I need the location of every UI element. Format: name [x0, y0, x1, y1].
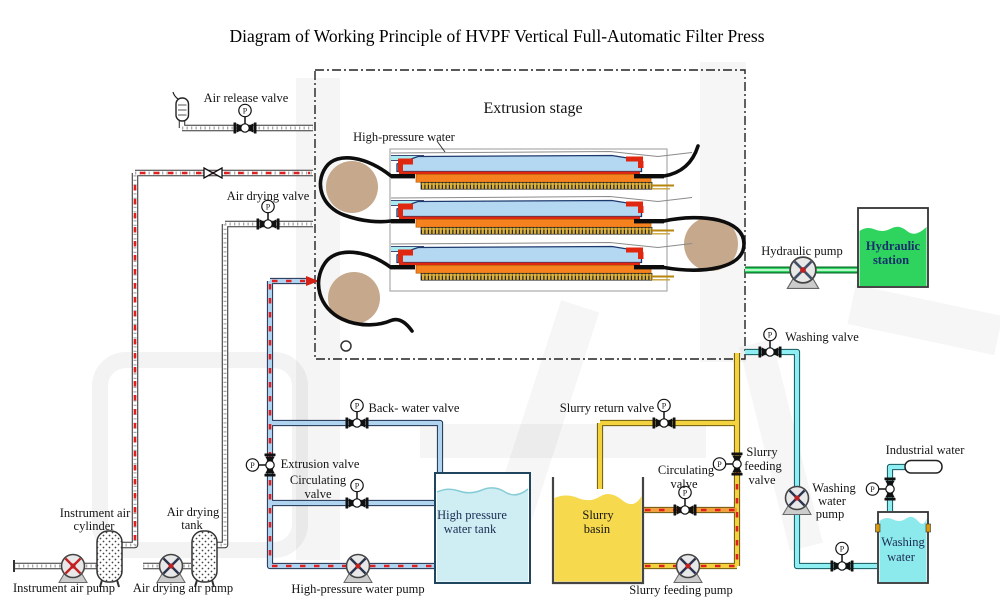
- svg-text:feeding: feeding: [744, 459, 782, 473]
- label-air-drying-tank: Air drying: [167, 505, 220, 519]
- label-industrial-water: Industrial water: [886, 443, 966, 457]
- label-hydraulic-station: Hydraulic: [866, 239, 921, 253]
- filter-belt: [316, 144, 746, 333]
- circulating-valve-water-icon: [344, 496, 370, 510]
- svg-text:pump: pump: [816, 507, 844, 521]
- hydraulic-station: [857, 207, 929, 288]
- label-circulating-valve-slurry: Circulating: [658, 463, 715, 477]
- red-dash-marks: [133, 171, 739, 568]
- label-high-pressure-water: High-pressure water: [353, 130, 456, 144]
- belt-roller-bottom-left: [328, 272, 380, 324]
- svg-text:water tank: water tank: [444, 522, 497, 536]
- gauge-letter: P: [355, 402, 360, 411]
- slurry-return-valve-icon: [651, 416, 677, 430]
- label-air-drying-valve: Air drying valve: [227, 189, 310, 203]
- gauge-letter: P: [683, 489, 688, 498]
- gauge-letter: P: [662, 402, 667, 411]
- high-pressure-water-tank: [434, 472, 531, 584]
- gauge-letter: P: [768, 331, 773, 340]
- labels: Diagram of Working Principle of HVPF Ver…: [13, 26, 965, 597]
- air-release-valve-icon: [232, 121, 258, 135]
- washing-line-valve-icon: [829, 559, 855, 573]
- label-washing-water-tank: Washing: [881, 535, 925, 549]
- washing-water-pump-icon: [781, 485, 813, 516]
- svg-text:valve: valve: [748, 473, 776, 487]
- label-air-drying-air-pump: Air drying air pump: [133, 581, 233, 595]
- belt-roller-right: [684, 217, 738, 271]
- air-drying-tank: [191, 530, 218, 588]
- label-extrusion-valve: Extrusion valve: [281, 457, 360, 471]
- label-air-release-valve: Air release valve: [204, 91, 289, 105]
- svg-text:tank: tank: [181, 518, 203, 532]
- gauge-letter: P: [250, 461, 255, 470]
- svg-text:valve: valve: [304, 487, 332, 501]
- gauge-letter: P: [355, 482, 360, 491]
- label-circulating-valve-water: Circulating: [290, 473, 347, 487]
- gauge-letter: P: [840, 545, 845, 554]
- svg-text:valve: valve: [670, 477, 698, 491]
- flow-arrow-icon: [306, 276, 319, 286]
- label-high-pressure-water-pump: High-pressure water pump: [291, 582, 424, 596]
- stage-label: Extrusion stage: [483, 100, 582, 117]
- gauge-letter: P: [717, 460, 722, 469]
- high-pressure-water-pump-icon: [342, 553, 374, 584]
- industrial-water-inlet: [904, 459, 943, 474]
- slurry-feeding-valve-icon: [730, 451, 744, 477]
- gauge-letter: P: [266, 203, 271, 212]
- circulating-valve-slurry-icon: [672, 503, 698, 517]
- label-instrument-air-cylinder: Instrument air: [60, 506, 131, 520]
- svg-text:water: water: [818, 494, 847, 508]
- filter-press: [316, 140, 746, 352]
- label-slurry-feeding-valve: Slurry: [746, 445, 778, 459]
- svg-text:station: station: [873, 253, 909, 267]
- label-back-water-valve: Back- water valve: [369, 401, 460, 415]
- belt-tension-roller: [340, 340, 352, 352]
- label-hydraulic-pump: Hydraulic pump: [761, 244, 843, 258]
- back-water-valve-icon: [344, 416, 370, 430]
- belt-roller-top-left: [326, 161, 378, 213]
- page-title: Diagram of Working Principle of HVPF Ver…: [229, 26, 764, 46]
- label-washing-valve: Washing valve: [785, 330, 859, 344]
- hp-water-pointer: [436, 140, 446, 153]
- gauge-letter: P: [870, 485, 875, 494]
- valves: P P P P P P P P P P P: [203, 103, 897, 573]
- air-release-muffler: [172, 91, 190, 122]
- label-high-pressure-water-tank: High pressure: [437, 508, 507, 522]
- extrusion-valve-icon: [263, 452, 277, 478]
- svg-text:basin: basin: [584, 522, 611, 536]
- washing-valve-icon: [757, 345, 783, 359]
- slurry-feeding-pump-icon: [672, 553, 704, 584]
- air-drying-air-pump-icon: [155, 553, 187, 584]
- instrument-air-cylinder: [96, 530, 123, 588]
- extrusion-stage-box: [314, 69, 746, 360]
- label-slurry-return-valve: Slurry return valve: [560, 401, 655, 415]
- svg-text:water: water: [887, 550, 916, 564]
- slurry-basin: [551, 477, 645, 585]
- hydraulic-pump-icon: [785, 255, 821, 290]
- gauge-letter: P: [243, 107, 248, 116]
- label-instrument-air-pump: Instrument air pump: [13, 581, 115, 595]
- washing-water-tank: [875, 511, 931, 584]
- instrument-air-pump-icon: [57, 553, 89, 584]
- label-slurry-basin: Slurry: [582, 508, 614, 522]
- vessels: [96, 91, 943, 588]
- label-washing-water-pump: Washing: [812, 481, 856, 495]
- svg-text:cylinder: cylinder: [74, 519, 116, 533]
- industrial-water-valve-icon: [883, 476, 897, 502]
- air-drying-valve-icon: [255, 217, 281, 231]
- label-slurry-feeding-pump: Slurry feeding pump: [629, 583, 732, 597]
